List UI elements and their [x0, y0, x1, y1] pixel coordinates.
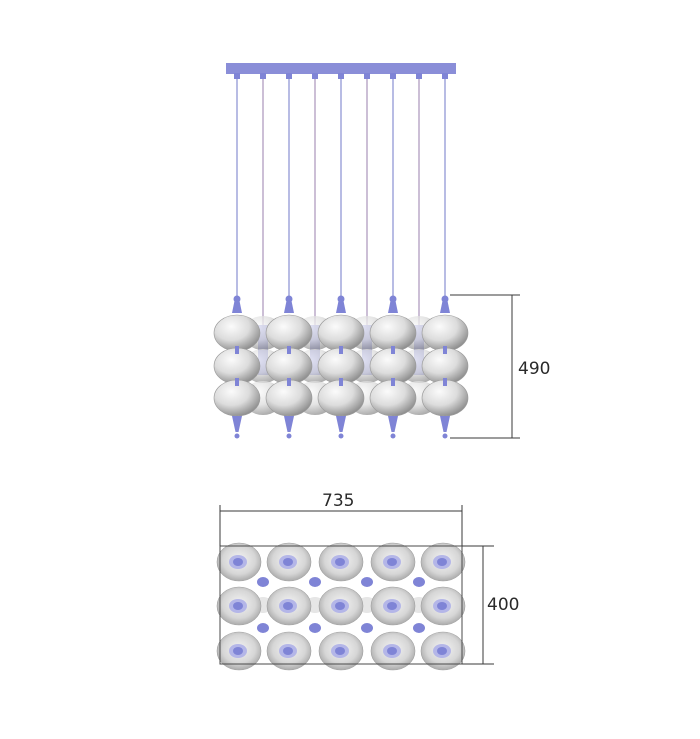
plan-globes [216, 542, 466, 671]
canopy-clip [286, 73, 292, 79]
canopy-clip [416, 73, 422, 79]
plan-globe-center [437, 602, 447, 610]
pendant-columns [213, 295, 469, 439]
globe-joint [235, 346, 239, 354]
depth-dimension [462, 545, 494, 665]
finial-tip [234, 433, 240, 439]
finial-tip [286, 433, 292, 439]
top-finial [336, 296, 346, 313]
globe-joint [443, 378, 447, 386]
plan-hardware-dot [257, 623, 269, 633]
plan-globe-center [233, 602, 243, 610]
depth-dimension-label: 400 [487, 595, 519, 615]
bottom-finial [388, 416, 398, 432]
globe-joint [287, 378, 291, 386]
top-finial [440, 296, 450, 313]
suspension-cables [236, 74, 446, 330]
bottom-finial [336, 416, 346, 432]
globe [265, 314, 313, 352]
plan-globe-center [437, 647, 447, 655]
globe-joint [339, 346, 343, 354]
globe [369, 314, 417, 352]
plan-globe-center [335, 602, 345, 610]
canopy-clip [234, 73, 240, 79]
finial-knob [441, 295, 449, 303]
canopy-clip [390, 73, 396, 79]
globe [421, 314, 469, 352]
plan-globe-center [387, 602, 397, 610]
canopy-clips [234, 73, 448, 79]
plan-outline [219, 545, 463, 665]
globe-joint [339, 378, 343, 386]
globe-joint [235, 378, 239, 386]
finial-knob [337, 295, 345, 303]
canopy-clip [442, 73, 448, 79]
finial-tip [390, 433, 396, 439]
plan-globe-center [283, 558, 293, 566]
ceiling-canopy [226, 63, 456, 74]
globe-joint [443, 346, 447, 354]
plan-hardware-dot [413, 623, 425, 633]
plan-hardware-dot [309, 577, 321, 587]
height-dimension [450, 294, 520, 439]
plan-globe-center [437, 558, 447, 566]
bottom-finial [440, 416, 450, 432]
finial-knob [285, 295, 293, 303]
bottom-finial [284, 416, 294, 432]
plan-globe-center [233, 558, 243, 566]
plan-globe-center [283, 602, 293, 610]
canopy-clip [312, 73, 318, 79]
plan-hardware-dot [361, 623, 373, 633]
plan-hardware-dot [309, 623, 321, 633]
plan-hardware-dot [413, 577, 425, 587]
globe-joint [287, 346, 291, 354]
width-dimension-label: 735 [322, 491, 354, 511]
top-finial [284, 296, 294, 313]
globe [213, 314, 261, 352]
plan-globe-center [335, 647, 345, 655]
canopy-clip [260, 73, 266, 79]
finial-tip [442, 433, 448, 439]
plan-globe-center [233, 647, 243, 655]
plan-globe-center [335, 558, 345, 566]
finial-knob [389, 295, 397, 303]
globe-joint [391, 346, 395, 354]
finial-tip [338, 433, 344, 439]
plan-globe-center [387, 558, 397, 566]
plan-hardware-dot [257, 577, 269, 587]
width-dimension [219, 505, 463, 546]
plan-globe-center [283, 647, 293, 655]
canopy-clip [338, 73, 344, 79]
plan-view [216, 542, 466, 671]
bottom-finial [232, 416, 242, 432]
globe-joint [391, 378, 395, 386]
top-finial [232, 296, 242, 313]
elevation-view [213, 63, 469, 439]
plan-hardware-dot [361, 577, 373, 587]
top-finial [388, 296, 398, 313]
plan-globe-center [387, 647, 397, 655]
finial-knob [233, 295, 241, 303]
globe [317, 314, 365, 352]
canopy-clip [364, 73, 370, 79]
height-dimension-label: 490 [518, 359, 550, 379]
